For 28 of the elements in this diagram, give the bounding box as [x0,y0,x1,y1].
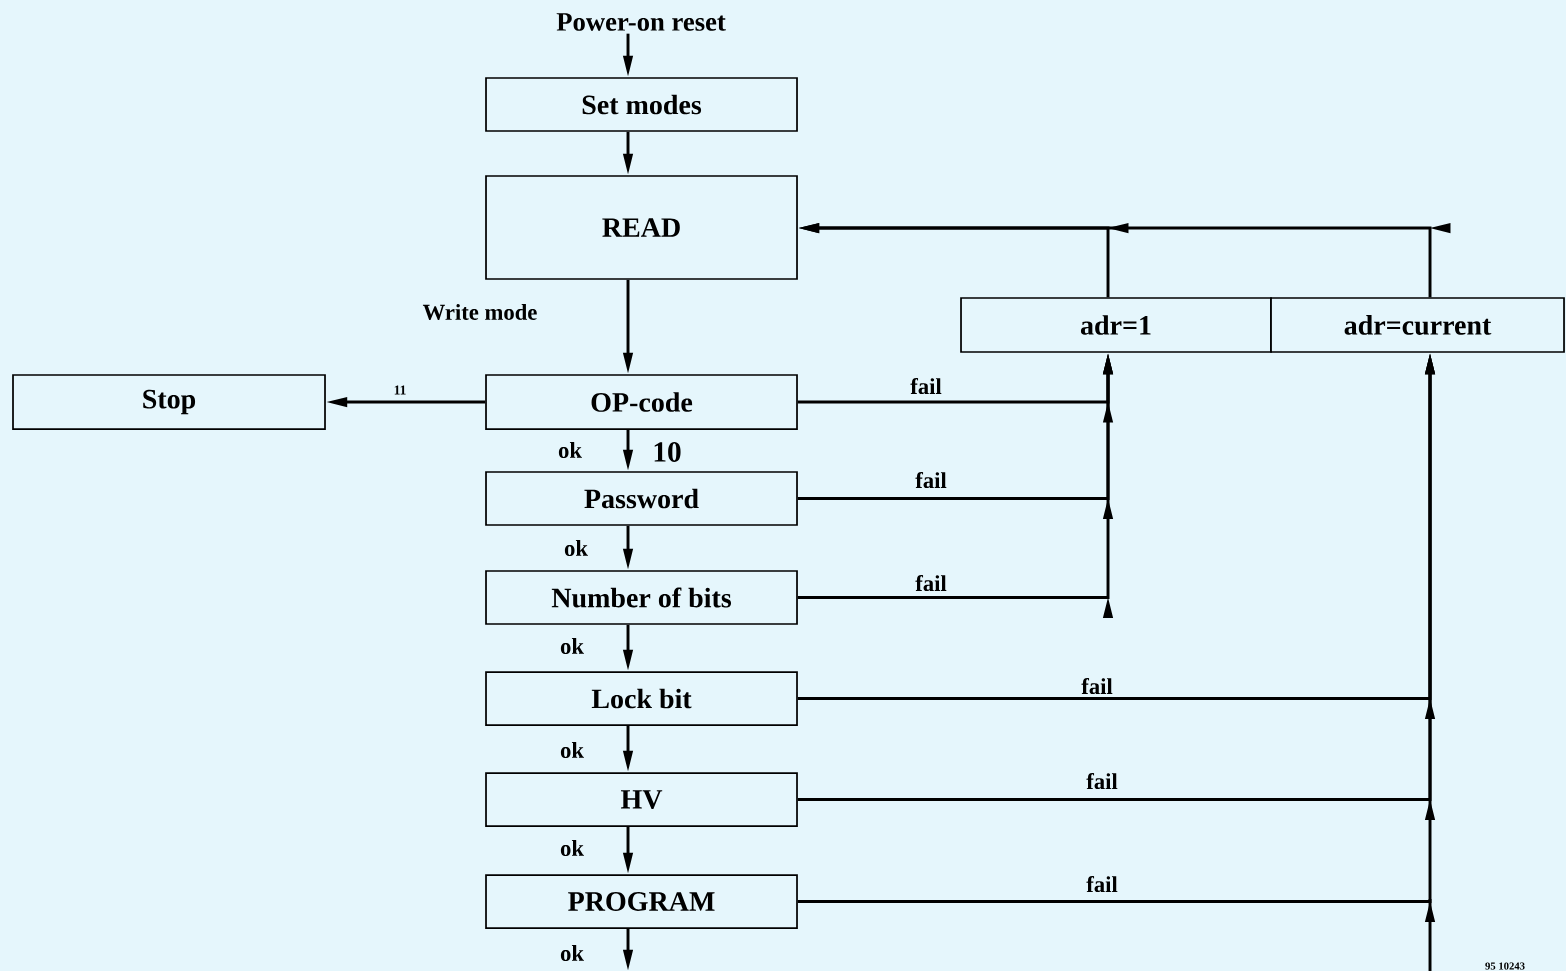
process-box: Lock bit [485,671,798,726]
edge-label: Write mode [422,303,537,321]
process-box: Set modes [485,77,798,132]
edge-label: ok [560,638,584,654]
edge-label: fail [1086,875,1118,893]
process-box: PROGRAM [485,874,798,929]
edge-number: 10 [654,442,681,462]
process-box: Stop [12,374,326,430]
process-box: adr=current [1270,297,1565,353]
edge-label: 11 [394,385,406,395]
edge-label: fail [915,574,947,592]
edge-label: ok [560,945,584,961]
edge-label: ok [558,442,582,458]
process-box: Number of bits [485,570,798,625]
process-box: Password [485,471,798,526]
edge-label: fail [910,377,942,395]
process-box: HV [485,772,798,827]
edge-label: fail [1086,772,1118,790]
edge-label: fail [915,471,947,489]
process-box: OP-code [485,374,798,430]
start-label: Power-on reset [556,13,726,31]
edge-label: ok [564,540,588,556]
process-box: adr=1 [960,297,1272,353]
edge-label: ok [560,742,584,758]
edge-label: fail [1081,677,1113,695]
figure-number: 95 10243 [1485,962,1525,970]
process-box: READ [485,175,798,280]
edge-label: ok [560,840,584,856]
